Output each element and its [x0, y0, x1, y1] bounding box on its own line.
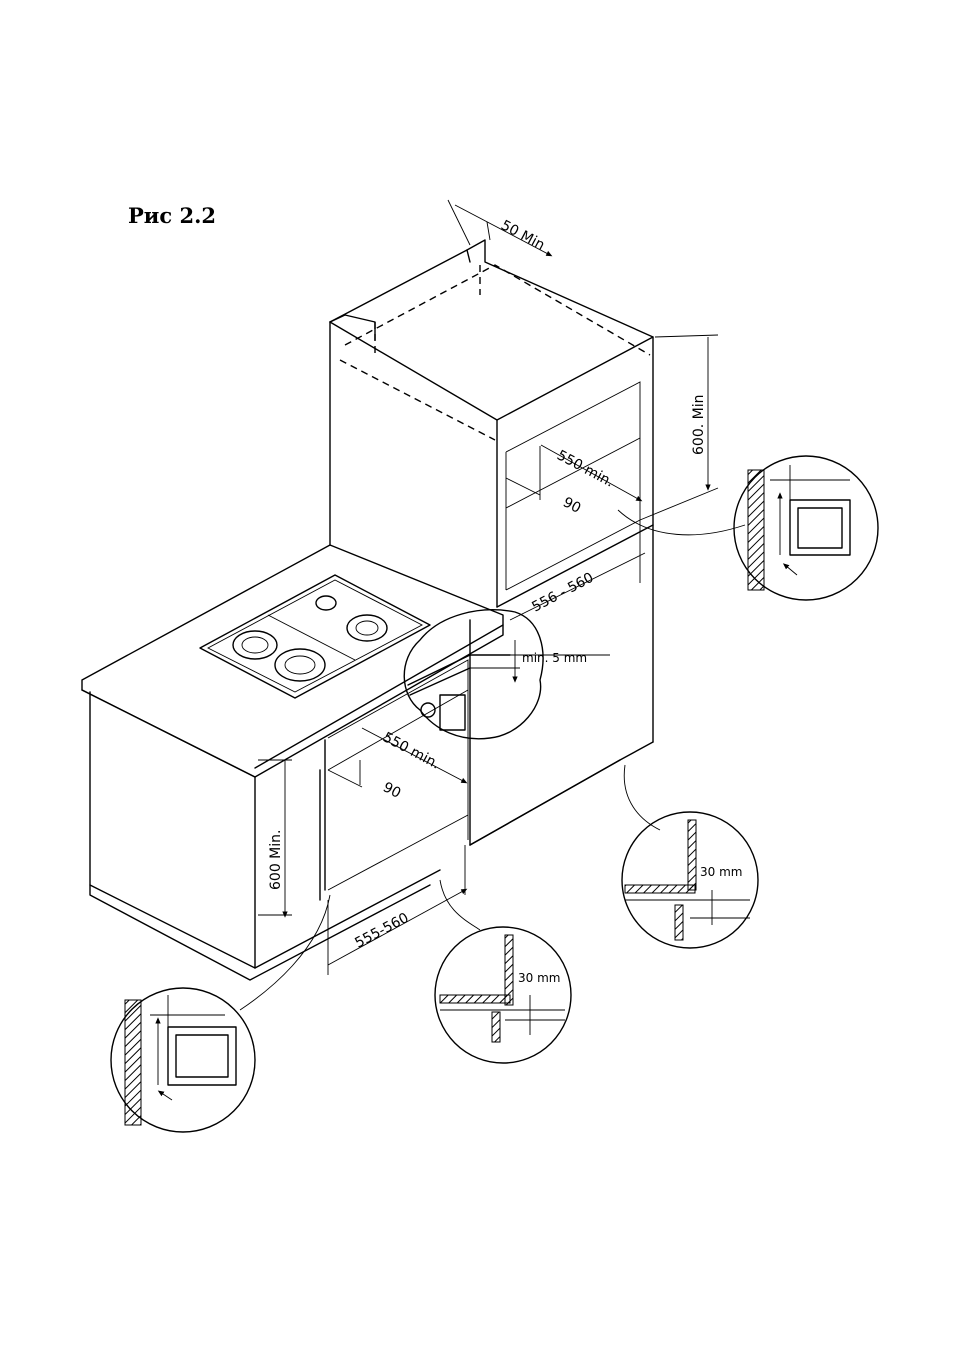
burner-front: [274, 648, 326, 682]
plinth-detail-center: 30 mm: [434, 879, 572, 1064]
burner-right: [346, 614, 388, 642]
base-cabinet: [81, 544, 621, 981]
ventilation-detail-top: [617, 455, 879, 601]
base-niche-dimensions: 550 min. 90 600 Min. 555-560: [258, 727, 468, 975]
plinth-gap-right-label: 30 mm: [700, 865, 742, 879]
figure-title: Рис 2.2: [128, 203, 216, 228]
burner-small: [315, 595, 337, 611]
burner-left: [232, 630, 278, 660]
base-height-label: 600 Min.: [268, 830, 284, 890]
base-recess-label: 90: [380, 779, 403, 801]
top-gap-dimension: 50 Min: [447, 199, 553, 257]
hob-gap-detail: min. 5 mm: [403, 609, 610, 740]
plinth-gap-center-label: 30 mm: [518, 971, 560, 985]
ventilation-detail-bottom: [110, 894, 331, 1133]
tall-width-label: 556 - 560: [529, 570, 596, 616]
top-gap-label: 50 Min: [498, 217, 547, 253]
base-depth-label: 550 min.: [380, 729, 442, 772]
tall-recess-label: 90: [560, 494, 583, 516]
tall-height-label: 600. Min: [691, 395, 707, 455]
tall-depth-label: 550 min.: [554, 447, 616, 490]
hob-gap-label: min. 5 mm: [522, 651, 587, 665]
tall-niche-dimensions: 550 min. 90 556 - 560: [505, 444, 646, 621]
hob: [199, 574, 431, 699]
tall-height-dimension: 600. Min: [639, 334, 719, 521]
tall-cabinet: [329, 239, 654, 846]
base-width-label: 555-560: [352, 910, 411, 952]
plinth-detail-right: 30 mm: [621, 764, 759, 949]
